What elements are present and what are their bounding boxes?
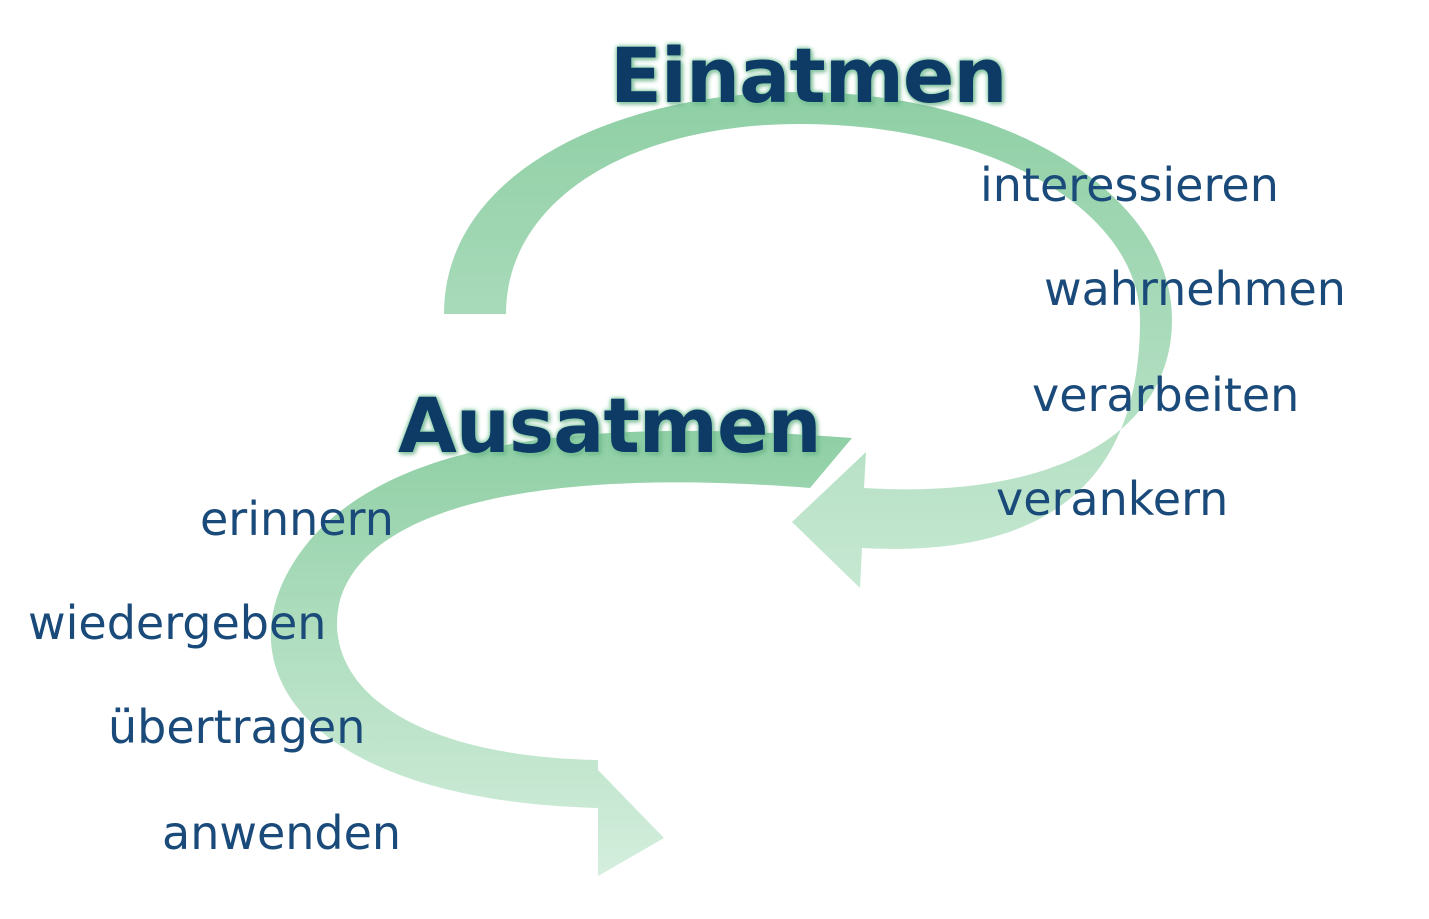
exhale-curved-arrow-shape: [270, 430, 852, 876]
inhale-step-2: wahrnehmen: [1044, 262, 1346, 316]
exhale-step-2: wiedergeben: [28, 596, 327, 650]
exhale-step-4: anwenden: [162, 806, 402, 860]
inhale-heading: Einatmen: [610, 31, 1008, 120]
exhale-heading: Ausatmen: [398, 381, 822, 470]
inhale-step-1: interessieren: [980, 158, 1279, 212]
inhale-step-4: verankern: [996, 472, 1229, 526]
exhale-step-3: übertragen: [108, 700, 366, 754]
inhale-step-3: verarbeiten: [1032, 368, 1300, 422]
exhale-step-1: erinnern: [200, 492, 394, 546]
